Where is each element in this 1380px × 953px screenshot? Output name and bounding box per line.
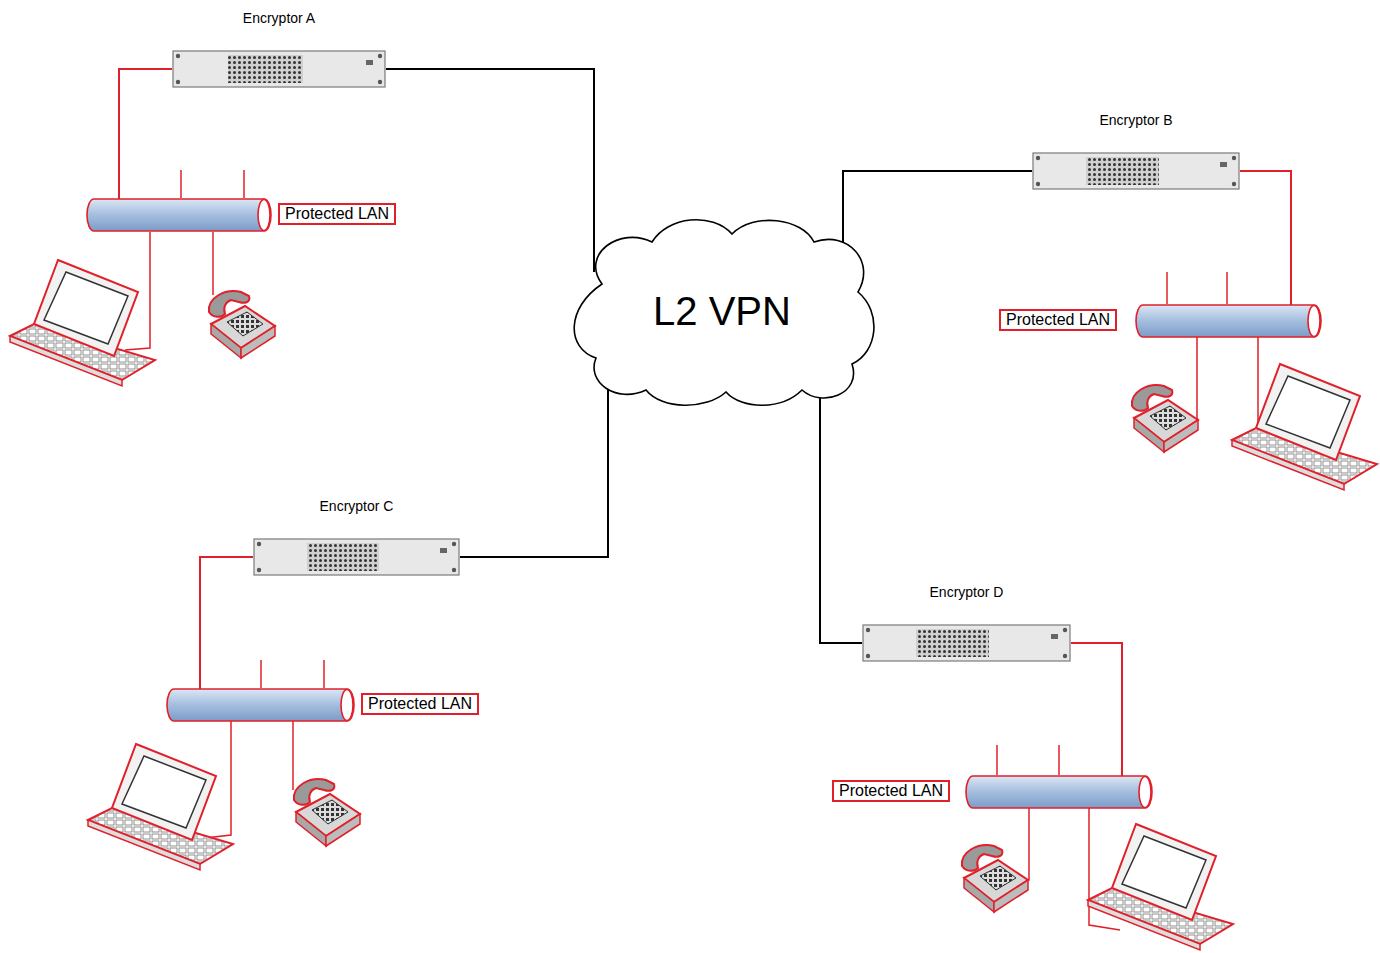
- network-link: [1071, 643, 1122, 777]
- protected-lan: Protected LAN: [832, 773, 1153, 811]
- device-label: Encryptor A: [172, 8, 386, 28]
- network-link: [200, 557, 253, 690]
- lan-label: Protected LAN: [361, 693, 479, 715]
- network-link: [843, 171, 1032, 267]
- device-label: Encryptor C: [253, 496, 460, 516]
- phone-icon: [962, 845, 1028, 912]
- network-link: [1240, 171, 1291, 306]
- encryptor: Encryptor A: [172, 8, 386, 88]
- lan-label: Protected LAN: [999, 309, 1117, 331]
- encryptor-device: [172, 50, 386, 88]
- lan-pipe: [965, 775, 1153, 809]
- device-label: Encryptor B: [1032, 110, 1240, 130]
- encryptor-device: [253, 538, 460, 576]
- network-link: [460, 362, 608, 557]
- lan-pipe: [1135, 304, 1322, 338]
- protected-lan: Protected LAN: [166, 686, 488, 724]
- phone-icon: [209, 291, 275, 358]
- laptop-icon: [10, 260, 155, 386]
- lan-pipe: [166, 688, 355, 722]
- protected-lan: Protected LAN: [999, 302, 1322, 340]
- encryptor: Encryptor D: [862, 582, 1071, 662]
- network-link: [119, 69, 172, 200]
- encryptor: Encryptor C: [253, 496, 460, 576]
- phone-icon: [294, 779, 360, 846]
- phone-icon: [1132, 385, 1198, 452]
- lan-label: Protected LAN: [278, 203, 396, 225]
- encryptor-device: [862, 624, 1071, 662]
- device-label: Encryptor D: [862, 582, 1071, 602]
- lan-label: Protected LAN: [832, 780, 950, 802]
- network-link: [820, 372, 862, 643]
- encryptor-device: [1032, 152, 1240, 190]
- lan-pipe: [86, 198, 272, 232]
- network-link: [386, 69, 594, 272]
- laptop-icon: [88, 744, 233, 870]
- encryptor: Encryptor B: [1032, 110, 1240, 190]
- cloud-label: L2 VPN: [562, 212, 882, 410]
- cloud-text: L2 VPN: [653, 289, 791, 334]
- laptop-icon: [1088, 824, 1233, 950]
- vpn-cloud: L2 VPN: [562, 212, 882, 410]
- protected-lan: Protected LAN: [86, 196, 410, 234]
- laptop-icon: [1232, 364, 1377, 490]
